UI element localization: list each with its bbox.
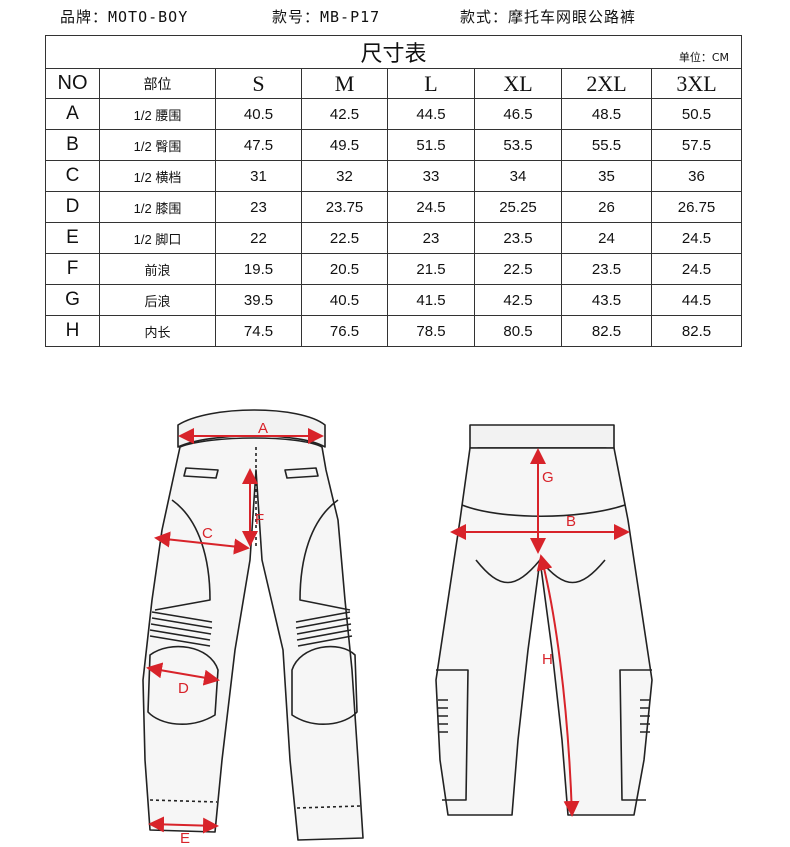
row-value: 23 <box>215 191 302 223</box>
row-value: 23 <box>387 222 475 254</box>
row-value: 57.5 <box>650 129 743 161</box>
row-value: 82.5 <box>561 315 652 347</box>
header-size: S <box>215 68 302 99</box>
front-right-hem <box>296 805 361 809</box>
front-pants-drawing <box>142 409 364 841</box>
front-left-knee-ribs <box>149 611 213 647</box>
model-text: 款号：MB-P17 <box>272 8 381 26</box>
row-value: 76.5 <box>301 315 388 347</box>
arrow-e <box>148 816 219 834</box>
measurement-labels: A B C D E F G H <box>178 420 576 847</box>
row-value: 24 <box>561 222 652 254</box>
row-value: 23.75 <box>301 191 388 223</box>
header-size: M <box>301 68 388 99</box>
back-left-ribs <box>438 699 448 733</box>
row-value: 24.5 <box>387 191 475 223</box>
table-title-row: 尺寸表 单位：CM <box>44 35 743 69</box>
row-value: 34 <box>474 160 562 192</box>
front-right-pocket <box>284 467 319 479</box>
row-value: 40.5 <box>301 284 388 316</box>
front-left-hem <box>149 799 218 803</box>
row-no: C <box>45 160 100 192</box>
brand-text: 品牌：MOTO-BOY <box>60 8 189 26</box>
label-a: A <box>258 420 268 437</box>
label-e: E <box>180 830 190 847</box>
row-value: 82.5 <box>650 315 743 347</box>
row-value: 44.5 <box>650 284 743 316</box>
front-left-pocket <box>183 467 219 479</box>
label-b: B <box>566 513 576 530</box>
row-value: 44.5 <box>387 98 475 130</box>
front-right-panel <box>299 499 351 611</box>
label-h: H <box>542 651 553 668</box>
row-value: 31 <box>215 160 302 192</box>
row-value: 53.5 <box>474 129 562 161</box>
row-value: 40.5 <box>215 98 302 130</box>
label-c: C <box>202 525 213 542</box>
measurement-arrows <box>146 428 630 834</box>
header-part: 部位 <box>99 68 216 99</box>
row-value: 24.5 <box>650 253 743 285</box>
row-value: 23.5 <box>561 253 652 285</box>
row-value: 26.75 <box>650 191 743 223</box>
row-value: 42.5 <box>301 98 388 130</box>
back-right-ribs <box>640 699 650 733</box>
front-left-knee-pad <box>147 645 219 726</box>
back-waistband <box>469 424 615 449</box>
row-value: 19.5 <box>215 253 302 285</box>
row-part: 后浪 <box>99 284 216 316</box>
table-title-cell: 尺寸表 单位：CM <box>44 35 743 69</box>
row-no: B <box>45 129 100 161</box>
row-value: 20.5 <box>301 253 388 285</box>
row-value: 32 <box>301 160 388 192</box>
product-header: 品牌：MOTO-BOY 款号：MB-P17 款式：摩托车网眼公路裤 <box>0 0 790 30</box>
row-part: 1/2 横档 <box>99 160 216 192</box>
row-no: D <box>45 191 100 223</box>
style-text: 款式：摩托车网眼公路裤 <box>460 8 637 26</box>
row-value: 74.5 <box>215 315 302 347</box>
front-right-knee-pad <box>291 645 358 726</box>
row-part: 1/2 臀围 <box>99 129 216 161</box>
row-part: 内长 <box>99 315 216 347</box>
arrow-c <box>154 531 250 555</box>
back-left-cuff <box>436 669 469 801</box>
row-value: 80.5 <box>474 315 562 347</box>
arrow-h <box>536 554 580 817</box>
row-value: 55.5 <box>561 129 652 161</box>
front-outline <box>142 437 364 841</box>
unit-label: 单位：CM <box>678 51 730 64</box>
back-right-cuff <box>619 669 652 801</box>
row-no: G <box>45 284 100 316</box>
row-value: 41.5 <box>387 284 475 316</box>
label-g: G <box>542 469 554 486</box>
row-value: 24.5 <box>650 222 743 254</box>
row-no: E <box>45 222 100 254</box>
row-part: 1/2 腰围 <box>99 98 216 130</box>
row-no: A <box>45 98 100 130</box>
row-part: 1/2 脚口 <box>99 222 216 254</box>
label-d: D <box>178 680 189 697</box>
row-value: 21.5 <box>387 253 475 285</box>
table-title: 尺寸表 <box>360 42 427 67</box>
label-f: F <box>255 511 264 528</box>
front-right-knee-ribs <box>295 611 353 647</box>
arrow-d <box>146 662 220 686</box>
back-outline <box>435 447 653 816</box>
row-value: 46.5 <box>474 98 562 130</box>
